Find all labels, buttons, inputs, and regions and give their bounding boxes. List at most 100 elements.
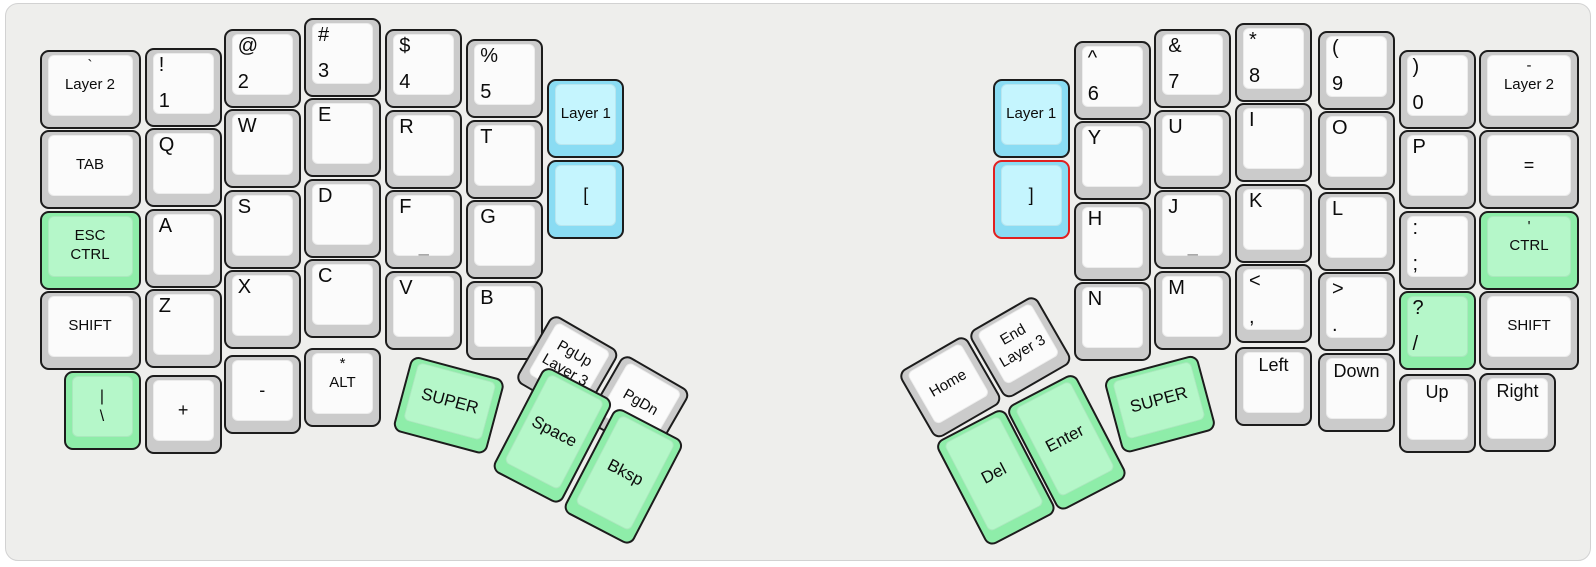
key-label: I xyxy=(1249,109,1255,131)
keycap-top: Up xyxy=(1406,379,1468,440)
key-v[interactable]: V xyxy=(385,270,463,350)
key-left-bracket[interactable]: [ xyxy=(547,159,625,239)
key-label: P xyxy=(1412,136,1426,159)
key-i[interactable]: I xyxy=(1235,103,1312,182)
key-r[interactable]: R xyxy=(385,109,463,189)
key-o[interactable]: O xyxy=(1318,111,1395,190)
key-equals[interactable]: = xyxy=(1479,130,1579,209)
key-right-bracket[interactable]: ] xyxy=(992,159,1070,239)
key-e[interactable]: E xyxy=(304,98,381,178)
keycap-top: X xyxy=(231,275,293,337)
key-greater-period[interactable]: >. xyxy=(1318,272,1395,351)
key-q[interactable]: Q xyxy=(144,128,222,208)
key-a[interactable]: A xyxy=(144,208,222,288)
keycap-top: O xyxy=(1326,116,1387,177)
key-x[interactable]: X xyxy=(223,270,301,350)
key-z[interactable]: Z xyxy=(144,289,222,369)
key-arrow-left[interactable]: Left xyxy=(1235,346,1312,426)
key-d[interactable]: D xyxy=(304,178,381,258)
key-label: ; xyxy=(1412,252,1419,275)
key-label: + xyxy=(177,399,189,420)
key-exclam-1[interactable]: !1 xyxy=(144,47,222,127)
keycap-top: U xyxy=(1162,114,1224,176)
key-caret-6[interactable]: ^6 xyxy=(1073,40,1151,120)
key-layer1-left[interactable]: Layer 1 xyxy=(547,79,625,159)
key-arrow-up[interactable]: Up xyxy=(1398,374,1476,453)
keycap-top: T xyxy=(474,124,536,186)
key-label: . xyxy=(1332,314,1338,336)
key-j[interactable]: J_ xyxy=(1154,190,1232,270)
key-paren-0[interactable]: )0 xyxy=(1398,49,1476,129)
key-p[interactable]: P xyxy=(1398,130,1476,210)
key-paren-9[interactable]: (9 xyxy=(1318,30,1395,110)
key-g[interactable]: G xyxy=(466,200,544,280)
key-at-2[interactable]: @2 xyxy=(223,28,301,108)
key-y[interactable]: Y xyxy=(1073,121,1151,200)
key-n[interactable]: N xyxy=(1073,282,1151,361)
key-l[interactable]: L xyxy=(1318,191,1395,271)
key-k[interactable]: K xyxy=(1235,183,1312,263)
keycap-top: Z xyxy=(152,294,214,356)
keycap-top: [ xyxy=(555,164,617,226)
keycap-top: S xyxy=(231,194,293,256)
key-minus-layer2[interactable]: -Layer 2 xyxy=(1479,49,1579,129)
key-amp-7[interactable]: &7 xyxy=(1154,29,1232,109)
keycap-top: K xyxy=(1243,188,1304,250)
keycap-top: = xyxy=(1487,135,1571,196)
key-s[interactable]: S xyxy=(223,189,301,269)
key-tab[interactable]: TAB xyxy=(39,130,141,209)
keycap-top: D xyxy=(312,183,373,245)
key-minus[interactable]: - xyxy=(223,354,301,434)
key-label: < xyxy=(1249,270,1261,292)
key-percent-5[interactable]: %5 xyxy=(466,39,544,119)
key-hash-3[interactable]: #3 xyxy=(304,17,381,97)
key-h[interactable]: H xyxy=(1073,201,1151,281)
key-less-comma[interactable]: <, xyxy=(1235,264,1312,343)
keycap-top: @2 xyxy=(231,33,293,95)
key-b[interactable]: B xyxy=(466,280,544,360)
key-label: Z xyxy=(158,295,171,318)
key-f[interactable]: F_ xyxy=(385,190,463,270)
key-layer1-right[interactable]: Layer 1 xyxy=(992,79,1070,159)
key-w[interactable]: W xyxy=(223,109,301,189)
key-plus[interactable]: + xyxy=(144,374,222,454)
key-question-slash[interactable]: ?/ xyxy=(1398,291,1476,371)
key-label: Layer 1 xyxy=(560,105,611,123)
key-label: ( xyxy=(1332,36,1339,59)
key-c[interactable]: C xyxy=(304,259,381,339)
keycap-top: 'CTRL xyxy=(1487,215,1571,277)
key-super-left[interactable]: SUPER xyxy=(391,355,506,456)
keycap-top: W xyxy=(231,114,293,176)
keycap-top: F_ xyxy=(393,195,455,257)
keycap-top: !1 xyxy=(152,52,214,114)
key-label: O xyxy=(1332,117,1348,139)
key-shift-right[interactable]: SHIFT xyxy=(1479,291,1579,370)
key-colon-semicolon[interactable]: :; xyxy=(1398,210,1476,290)
key-m[interactable]: M xyxy=(1154,270,1232,350)
key-pipe-backslash[interactable]: |\ xyxy=(63,371,141,451)
key-label: - xyxy=(259,379,266,400)
key-u[interactable]: U xyxy=(1154,109,1232,189)
keycap-top: SUPER xyxy=(402,361,497,441)
key-shift-left[interactable]: SHIFT xyxy=(39,291,141,370)
keycap-top: $4 xyxy=(393,34,455,96)
key-label: Home xyxy=(926,365,970,401)
key-super-right[interactable]: SUPER xyxy=(1103,353,1217,455)
key-label: > xyxy=(1332,278,1344,300)
keycap-top: *8 xyxy=(1243,27,1304,89)
key-quote-ctrl[interactable]: 'CTRL xyxy=(1479,210,1579,290)
key-grave-layer2[interactable]: `Layer 2 xyxy=(39,49,141,129)
key-asterisk-alt[interactable]: *ALT xyxy=(304,347,381,427)
key-label: M xyxy=(1168,276,1185,299)
key-asterisk-8[interactable]: *8 xyxy=(1235,22,1312,102)
key-arrow-right[interactable]: Right xyxy=(1479,373,1556,453)
keycap-top: (9 xyxy=(1326,35,1387,97)
homing-bar-icon: _ xyxy=(1187,236,1198,257)
key-label: TAB xyxy=(75,156,105,174)
key-label: Up xyxy=(1425,382,1449,402)
key-t[interactable]: T xyxy=(466,119,544,199)
key-arrow-down[interactable]: Down xyxy=(1318,352,1395,432)
key-dollar-4[interactable]: $4 xyxy=(385,29,463,109)
